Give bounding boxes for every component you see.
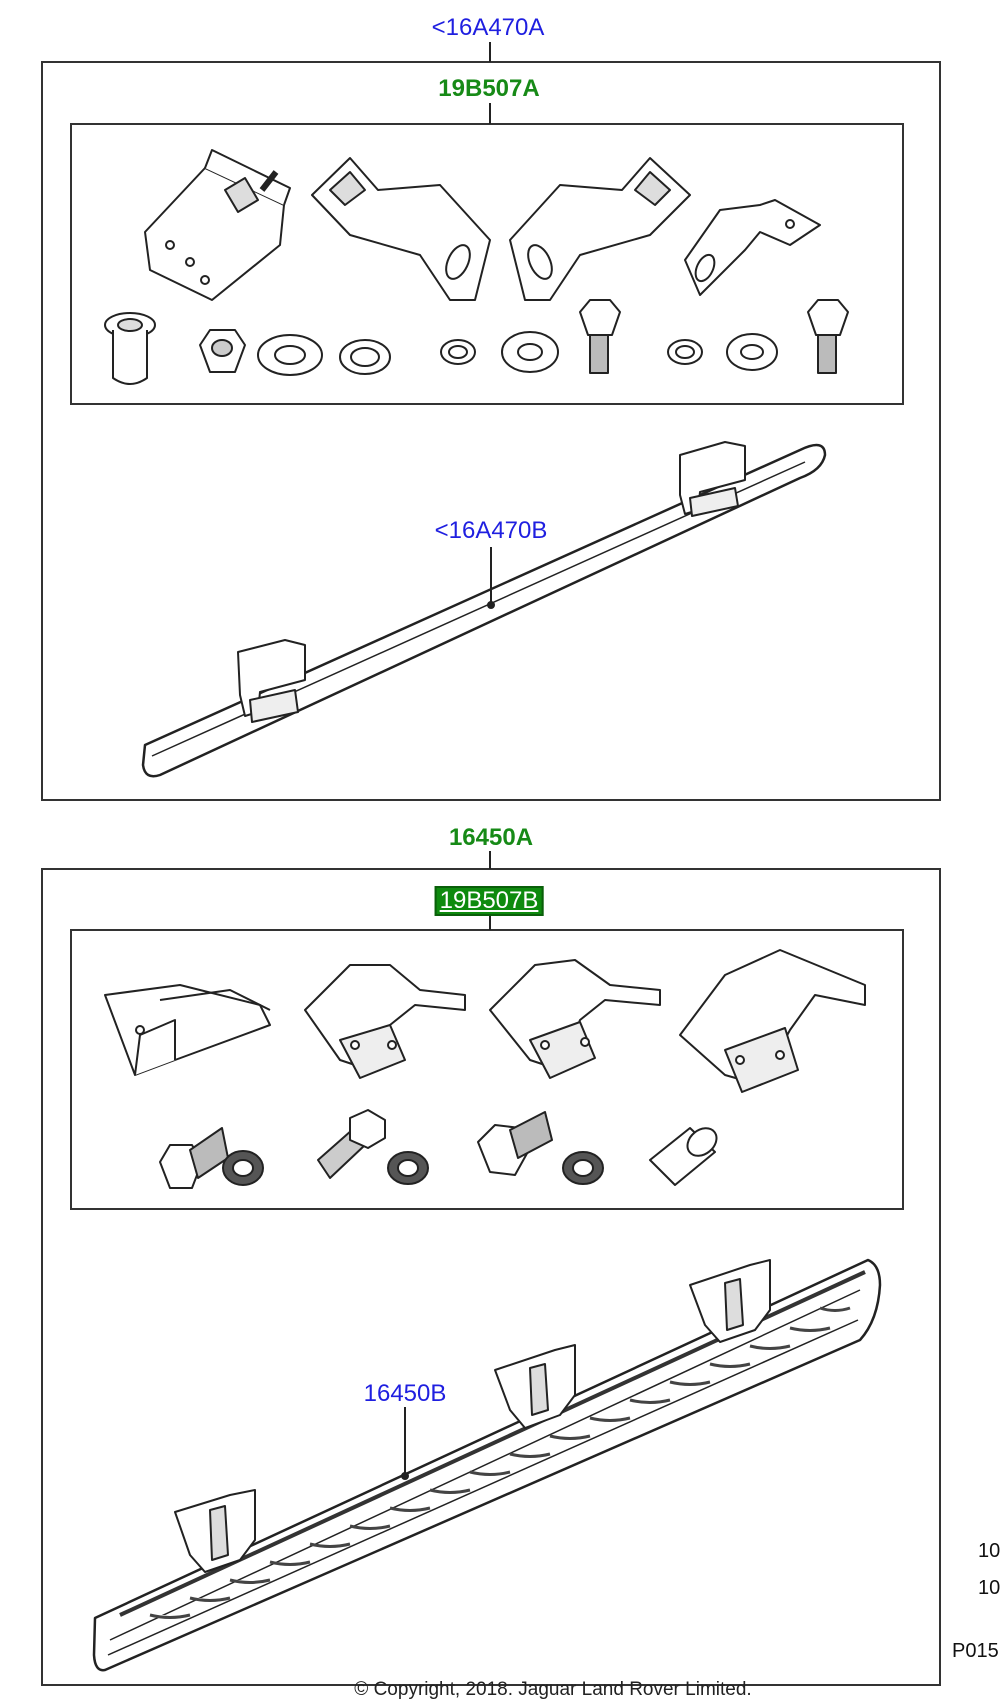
callout-tube-bar[interactable]: <16A470B <box>434 517 548 544</box>
bracket-with-stud-part <box>145 150 290 300</box>
callout-board-kit-selected[interactable]: 19B507B <box>434 886 544 916</box>
leader-top-assembly <box>489 42 491 62</box>
mounting-bracket-b-part <box>490 960 660 1078</box>
figure-reference: P015 <box>952 1640 999 1662</box>
sleeve-part <box>650 1123 722 1185</box>
flange-bolt-part <box>160 1128 228 1188</box>
callout-board-assembly[interactable]: 16450A <box>448 824 534 851</box>
mounting-bracket-flat-part <box>105 985 270 1075</box>
angled-bracket-right-part <box>510 158 690 300</box>
running-board-part <box>94 1260 880 1670</box>
leader-board-kit <box>489 914 491 930</box>
threaded-bolt-part <box>318 1110 385 1178</box>
callout-top-assembly[interactable]: <16A470A <box>431 14 545 41</box>
leader-top-kit <box>489 103 491 124</box>
flange-bolt-2-part <box>478 1112 552 1175</box>
spacer-ring-part <box>223 1151 263 1185</box>
callout-running-board[interactable]: 16450B <box>363 1380 447 1407</box>
upper-diagram-frame <box>41 61 941 801</box>
mounting-bracket-a-part <box>305 965 465 1078</box>
angled-bracket-left-part <box>312 158 490 300</box>
mounting-bracket-c-part <box>680 950 865 1092</box>
spacer-ring-3-part <box>563 1152 603 1184</box>
rivet-nut-part <box>105 313 155 384</box>
lower-diagram-frame <box>41 868 941 1686</box>
leader-board-assembly <box>489 851 491 869</box>
tube-side-bar-part <box>143 442 825 776</box>
hex-bolt-2-part <box>808 300 848 373</box>
side-note-line-2: 10 <box>978 1577 1000 1599</box>
spacer-ring-2-part <box>388 1152 428 1184</box>
upper-kit-frame <box>70 123 904 405</box>
small-bracket-part <box>685 200 820 295</box>
copyright-notice: © Copyright, 2018. Jaguar Land Rover Lim… <box>354 1679 752 1700</box>
hex-bolt-part <box>580 300 620 373</box>
callout-top-kit[interactable]: 19B507A <box>438 75 540 102</box>
hex-nut-part <box>200 330 245 372</box>
lower-kit-frame <box>70 929 904 1210</box>
side-note-line-1: 10 <box>978 1540 1000 1562</box>
